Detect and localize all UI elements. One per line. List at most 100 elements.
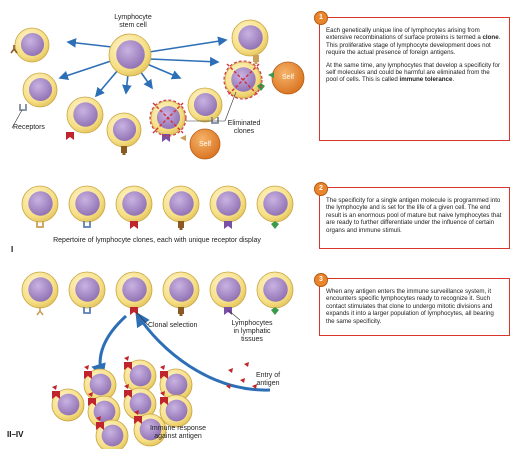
cell-nucleus: [116, 40, 145, 69]
lymphocyte-clone: [19, 72, 58, 111]
notch-receptor: [124, 390, 132, 398]
arrow-to-bottom-clone: [122, 73, 132, 95]
cell-nucleus: [169, 191, 194, 216]
expanded-clone-lymphocyte: [95, 416, 129, 449]
tissue-lymphocyte: [209, 271, 247, 315]
arrow-to-right-clone: [149, 56, 220, 67]
cell-nucleus: [263, 191, 288, 216]
cell-nucleus: [129, 364, 152, 387]
cell-nucleus: [28, 277, 53, 302]
step-1-panel: Each genetically unique line of lymphocy…: [319, 17, 510, 141]
tissue-lymphocyte: [162, 271, 200, 316]
block-receptor: [253, 55, 259, 62]
clonal-selection-leader: [135, 311, 149, 326]
self-antigen-label-top: Self: [281, 74, 295, 81]
lymphocyte-clone: [106, 112, 142, 155]
cell-nucleus: [89, 373, 112, 396]
stage-ii-iv-label: II–IV: [7, 430, 24, 439]
tissue-lymphocyte: [256, 271, 294, 315]
block-receptor-stem: [179, 314, 183, 316]
clonal-expansion-arrow: [91, 314, 128, 379]
repertoire-lymphocyte: [162, 185, 200, 230]
bound-antigen: [160, 365, 165, 370]
arrow-to-lower-left-clone: [94, 69, 119, 98]
antigen-fragment: [240, 378, 245, 383]
cell-nucleus: [57, 393, 80, 416]
self-antigen-sphere: [189, 128, 221, 160]
bound-antigen: [160, 391, 165, 396]
notch-receptor: [162, 134, 170, 142]
cell-nucleus: [216, 191, 241, 216]
notch-receptor: [160, 371, 168, 379]
lymphocyte-stem-cell: [108, 33, 152, 77]
tissue-lymphocyte: [68, 271, 106, 314]
notch-receptor: [130, 221, 138, 229]
arrow-to-upper-left-clone: [66, 38, 113, 48]
eliminated-clone-bottom-cross: [152, 102, 184, 134]
stage-i-label: I: [11, 245, 14, 254]
step-1-badge: 1: [314, 11, 328, 25]
block-receptor: [178, 221, 184, 228]
cell-nucleus: [28, 191, 53, 216]
u-receptor: [211, 117, 219, 124]
cell-nucleus: [75, 191, 100, 216]
step-2-panel: The specificity for a single antigen mol…: [319, 187, 510, 249]
expanded-clone-lymphocyte: [159, 391, 193, 428]
cell-nucleus: [165, 373, 188, 396]
block-receptor: [178, 307, 184, 314]
u-receptor: [83, 221, 91, 228]
lymphatic-leader: [227, 309, 241, 321]
cell-nucleus: [28, 77, 53, 102]
notch-receptor: [84, 371, 92, 379]
notch-receptor: [96, 422, 104, 430]
repertoire-lymphocyte: [115, 185, 153, 229]
notch-receptor: [134, 416, 142, 424]
bound-antigen: [84, 365, 89, 370]
arrow-to-left-clone: [58, 60, 112, 81]
notch-receptor: [52, 391, 60, 399]
cell-nucleus: [263, 277, 288, 302]
antigen-fragment: [228, 368, 233, 373]
receptor-leader-line: [11, 109, 23, 129]
notch-receptor: [130, 307, 138, 315]
notch-receptor: [66, 132, 74, 140]
lymphocyte-clone: [231, 19, 269, 64]
cell-nucleus: [139, 418, 162, 441]
self-antigen-binding: [180, 135, 186, 141]
block-receptor-stem: [254, 62, 258, 64]
lymphocyte-clone: [187, 87, 223, 124]
eliminated-clone-bottom-ring: [149, 99, 187, 137]
step-1-paragraph-2: At the same time, any lymphocytes that d…: [326, 61, 501, 84]
cell-nucleus: [101, 424, 124, 447]
u-receptor: [19, 104, 27, 111]
u-receptor: [83, 307, 91, 314]
cell-nucleus: [122, 191, 147, 216]
cell-nucleus: [75, 277, 100, 302]
self-antigen-binding: [268, 72, 274, 78]
u-receptor: [36, 221, 44, 228]
cell-nucleus: [129, 392, 152, 415]
eliminated-clone-top-cross: [226, 63, 260, 97]
block-receptor-stem: [122, 153, 126, 155]
y-receptor: [36, 307, 44, 316]
cell-nucleus: [20, 32, 45, 57]
antigen-fragment: [244, 362, 249, 367]
notch-receptor: [124, 362, 132, 370]
expanded-clone-lymphocyte: [83, 365, 117, 402]
notch-receptor: [224, 221, 232, 229]
cell-nucleus: [93, 400, 116, 423]
antigen-entry-arrow: [135, 311, 271, 392]
lymphocyte-cells: [10, 19, 294, 449]
self-antigen-sphere: [271, 61, 305, 95]
lymphocyte-clone: [10, 27, 50, 63]
cell-nucleus: [122, 277, 147, 302]
self-antigen-label-bottom: Self: [198, 141, 212, 148]
cell-nucleus: [169, 277, 194, 302]
tissue-lymphocyte: [21, 271, 59, 316]
